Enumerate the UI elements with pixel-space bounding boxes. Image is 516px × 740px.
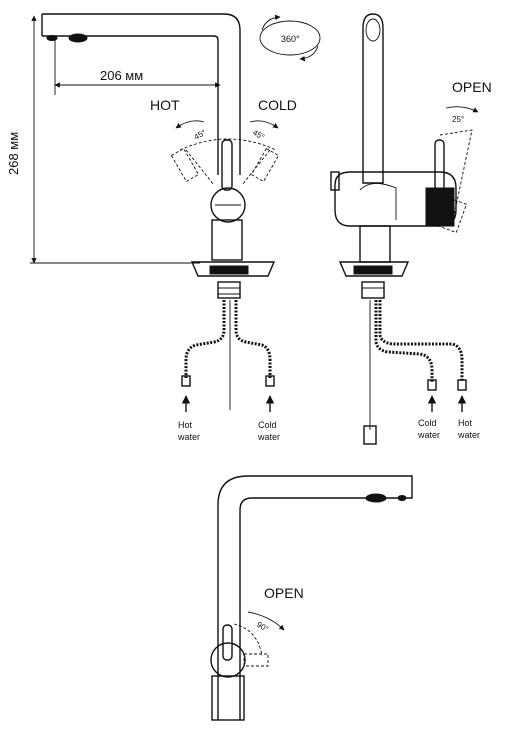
cold-label: COLD — [258, 97, 297, 113]
front-inlet-right-1: Cold — [258, 420, 277, 430]
front-aerator — [68, 33, 88, 43]
cold-arrow — [249, 120, 279, 129]
side-inlet-right-2: water — [457, 430, 480, 440]
front-column — [211, 219, 243, 261]
dimension-reach: 206 мм — [54, 40, 221, 95]
side-filter-lever — [434, 139, 445, 191]
front-inlet-left-1: Hot — [178, 420, 193, 430]
side-open-angle: 25° — [452, 115, 464, 124]
bottom-aerator — [365, 493, 387, 503]
side-body — [334, 171, 457, 227]
side-inlet-right-1: Hot — [458, 418, 473, 428]
side-open-label: OPEN — [452, 79, 492, 95]
hot-arrow — [175, 120, 205, 129]
side-inlet-left-1: Cold — [418, 418, 437, 428]
cold-angle: 45° — [251, 128, 266, 142]
front-hose-hot — [184, 300, 226, 378]
side-mount — [361, 281, 385, 299]
dimension-height: 268 мм — [6, 15, 200, 264]
bottom-view: OPEN 90° — [210, 475, 413, 721]
front-inlet-left-2: water — [177, 432, 200, 442]
lever-arc — [179, 138, 277, 151]
front-inlet-right-2: water — [257, 432, 280, 442]
front-spout — [41, 13, 241, 175]
front-base — [190, 261, 276, 277]
hot-label: HOT — [150, 97, 180, 113]
bottom-open-label: OPEN — [264, 585, 304, 601]
side-base — [338, 261, 410, 277]
bottom-open-angle: 90° — [255, 620, 270, 634]
side-inlet-left-2: water — [417, 430, 440, 440]
front-view: 206 мм 268 мм HOT COLD 45° 45° — [6, 13, 297, 442]
bottom-mixer-body — [210, 642, 246, 678]
swivel-indicator: 360° — [259, 14, 321, 62]
front-mount — [217, 281, 241, 299]
bottom-lever — [222, 624, 233, 661]
side-hose-hot — [378, 300, 464, 382]
bottom-spout — [217, 475, 413, 720]
hot-angle: 45° — [193, 128, 208, 142]
side-spout — [362, 13, 384, 184]
front-aerator-small — [46, 35, 58, 41]
reach-label: 206 мм — [100, 68, 143, 83]
swivel-label: 360° — [281, 34, 300, 44]
front-mixer-body — [210, 187, 246, 223]
side-lever-block — [425, 187, 455, 227]
front-hose-cold — [234, 300, 272, 378]
side-column — [359, 225, 391, 263]
front-lever — [221, 139, 233, 191]
side-hose-cold — [374, 300, 434, 382]
side-view: OPEN 25° Cold water Hot water — [330, 13, 492, 445]
bottom-column — [211, 675, 245, 721]
side-filter-connector — [363, 425, 377, 445]
height-label: 268 мм — [6, 132, 21, 175]
